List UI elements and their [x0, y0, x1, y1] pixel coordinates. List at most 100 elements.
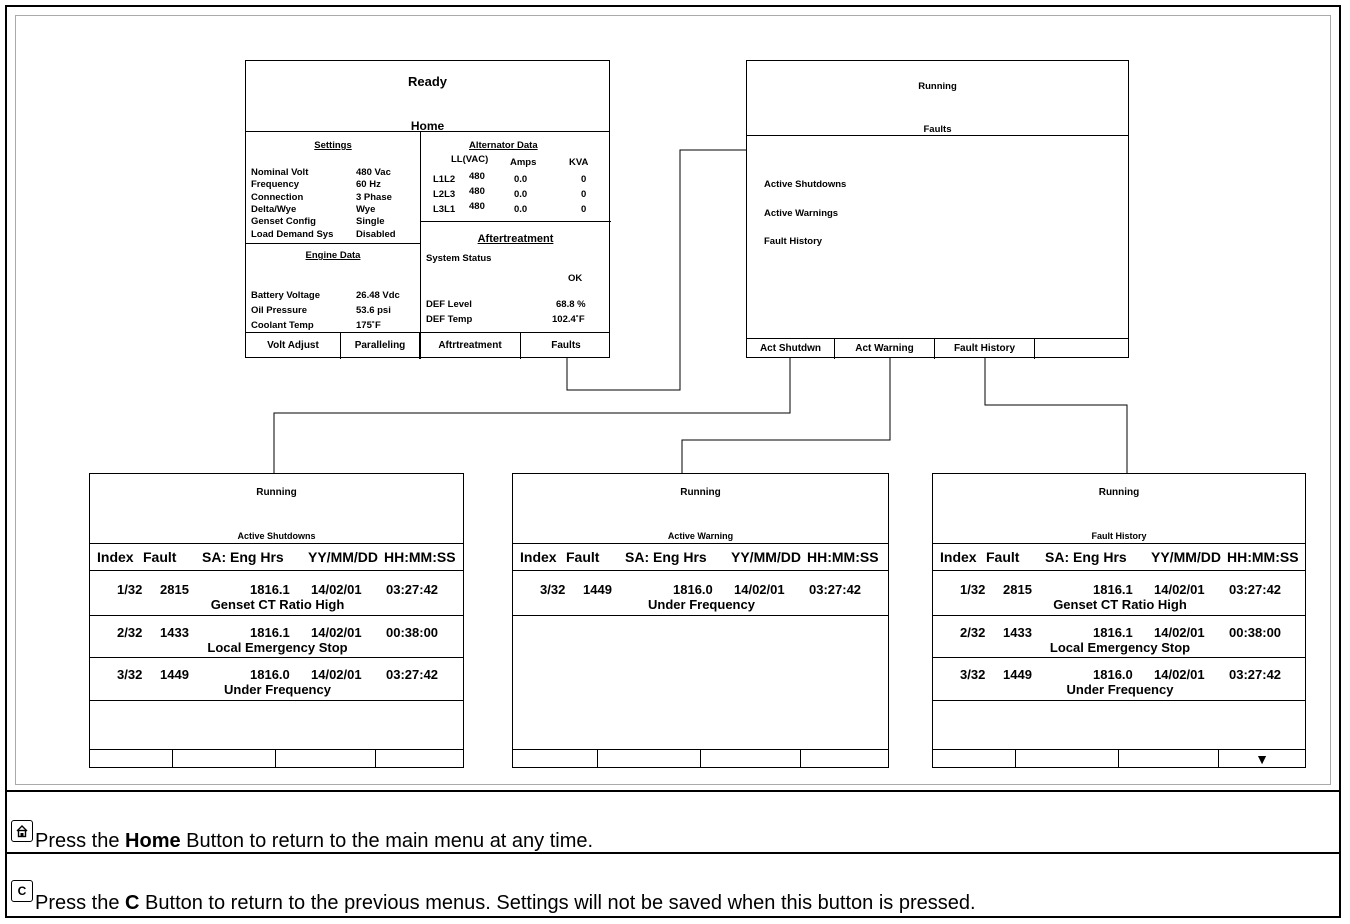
softkey-4[interactable] — [801, 749, 888, 768]
softkey-2[interactable] — [1016, 749, 1119, 768]
alt-col-kva: KVA — [569, 157, 589, 168]
faults-softkey-bar: Act Shutdwn Act Warning Fault History — [747, 338, 1128, 359]
fault-date: 14/02/01 — [1154, 667, 1205, 682]
row-divider — [933, 614, 1305, 616]
home-title: Home — [410, 119, 445, 133]
home-note-text: Press the Home Button to return to the m… — [35, 830, 594, 852]
screen-title: Active Shutdowns — [237, 531, 316, 541]
column-header-time: HH:MM:SS — [807, 549, 879, 565]
fault-description: Under Frequency — [1066, 682, 1174, 697]
fault-code: 1433 — [160, 624, 189, 640]
fault-date: 14/02/01 — [1154, 582, 1205, 597]
softkey-act-warning[interactable]: Act Warning — [835, 338, 935, 359]
softkey-2[interactable] — [598, 749, 701, 768]
page-border — [5, 5, 1341, 918]
faults-screen: Running Faults Active Shutdowns Active W… — [746, 60, 1129, 359]
setting-label: Load Demand Sys — [251, 228, 334, 240]
settings-header: Settings — [314, 140, 352, 151]
setting-value: 480 Vac — [356, 167, 391, 178]
fault-description: Genset CT Ratio High — [210, 597, 345, 612]
setting-value: Disabled — [356, 228, 396, 240]
softkey-blank[interactable] — [1035, 338, 1130, 359]
softkey-3[interactable] — [701, 749, 801, 768]
fault-time: 03:27:42 — [1229, 667, 1282, 682]
fault-index: 3/32 — [540, 582, 566, 597]
column-header-date: YY/MM/DD — [731, 549, 801, 565]
column-header-sa: SA: Eng Hrs — [202, 549, 284, 565]
screen-title: Active Warning — [667, 531, 734, 541]
fault-eng-hrs: 1816.0 — [250, 667, 290, 682]
softkey-2[interactable] — [173, 749, 276, 768]
column-header-index: Index — [520, 549, 557, 565]
screen-status: Running — [256, 487, 297, 498]
fault-code: 1433 — [1003, 624, 1032, 640]
menu-item-fault-history[interactable]: Fault History — [764, 236, 823, 247]
row-divider — [513, 614, 888, 616]
fault-eng-hrs: 1816.1 — [250, 582, 290, 597]
alternator-data-header: Alternator Data — [469, 140, 538, 151]
column-header-sa: SA: Eng Hrs — [1045, 549, 1127, 565]
softkey-act-shutdown[interactable]: Act Shutdwn — [747, 338, 835, 359]
title-divider — [90, 543, 463, 544]
fault-time: 03:27:42 — [809, 582, 862, 597]
fault-index: 3/32 — [117, 667, 143, 682]
engine-label: Battery Voltage — [251, 290, 320, 301]
softkey-1[interactable] — [90, 749, 173, 768]
fault-code: 1449 — [583, 582, 612, 597]
softkey-faults[interactable]: Faults — [551, 340, 581, 351]
fault-description: Local Emergency Stop — [207, 639, 348, 655]
fault-time: 03:27:42 — [386, 667, 439, 682]
fault-description: Under Frequency — [224, 682, 331, 697]
screen-status: Running — [680, 487, 721, 498]
system-status-value: OK — [568, 273, 583, 284]
setting-value: 60 Hz — [356, 179, 381, 191]
fault-description: Under Frequency — [648, 597, 755, 612]
def-temp-value: 102.4˚F — [552, 314, 585, 325]
softkey-1[interactable] — [933, 749, 1016, 768]
fault-time: 03:27:42 — [386, 582, 439, 597]
def-level-value: 68.8 % — [556, 299, 586, 310]
softkey-4[interactable] — [376, 749, 463, 768]
row-divider — [90, 657, 463, 658]
aftertreatment-header: Aftertreatment — [477, 233, 554, 245]
alt-col-ll: LL(VAC) — [451, 154, 489, 165]
softkey-3[interactable] — [1119, 749, 1219, 768]
home-status: Ready — [407, 74, 448, 89]
scroll-down-arrow-icon[interactable]: ▼ — [1255, 750, 1269, 767]
setting-value: 3 Phase — [356, 191, 392, 203]
header-divider — [933, 570, 1305, 571]
title-divider — [513, 543, 888, 544]
menu-item-active-shutdowns[interactable]: Active Shutdowns — [764, 179, 847, 190]
softkey-volt-adjust[interactable]: Volt Adjust — [246, 332, 341, 359]
column-header-time: HH:MM:SS — [1227, 549, 1299, 565]
home-screen: Ready Home Settings Engine Data Alternat… — [245, 60, 611, 359]
home-icon — [11, 820, 33, 842]
softkey-aftertreatment[interactable]: Aftrtreatment — [420, 332, 521, 359]
engine-label: Oil Pressure — [251, 305, 307, 316]
softkey-fault-history[interactable]: Fault History — [935, 338, 1035, 359]
home-softkey-bar: Volt Adjust Paralleling Aftrtreatment Fa… — [246, 332, 609, 359]
softkey-1[interactable] — [513, 749, 598, 768]
engine-label: Coolant Temp — [251, 320, 314, 331]
alt-row-label: L2L3 — [433, 189, 456, 200]
fault-date: 14/02/01 — [311, 667, 362, 682]
engine-value: 175˚F — [356, 320, 381, 331]
alt-row-kva: 0 — [581, 174, 587, 185]
menu-item-active-warnings[interactable]: Active Warnings — [764, 208, 839, 219]
row-divider — [933, 699, 1305, 701]
c-button-icon: C — [11, 880, 33, 902]
softkey-paralleling[interactable]: Paralleling — [341, 332, 420, 359]
alt-row-kva: 0 — [581, 189, 587, 200]
softkey-3[interactable] — [276, 749, 376, 768]
alt-row-ll: 480 — [469, 171, 485, 182]
header-divider — [513, 570, 888, 571]
engine-value: 26.48 Vdc — [356, 290, 400, 301]
